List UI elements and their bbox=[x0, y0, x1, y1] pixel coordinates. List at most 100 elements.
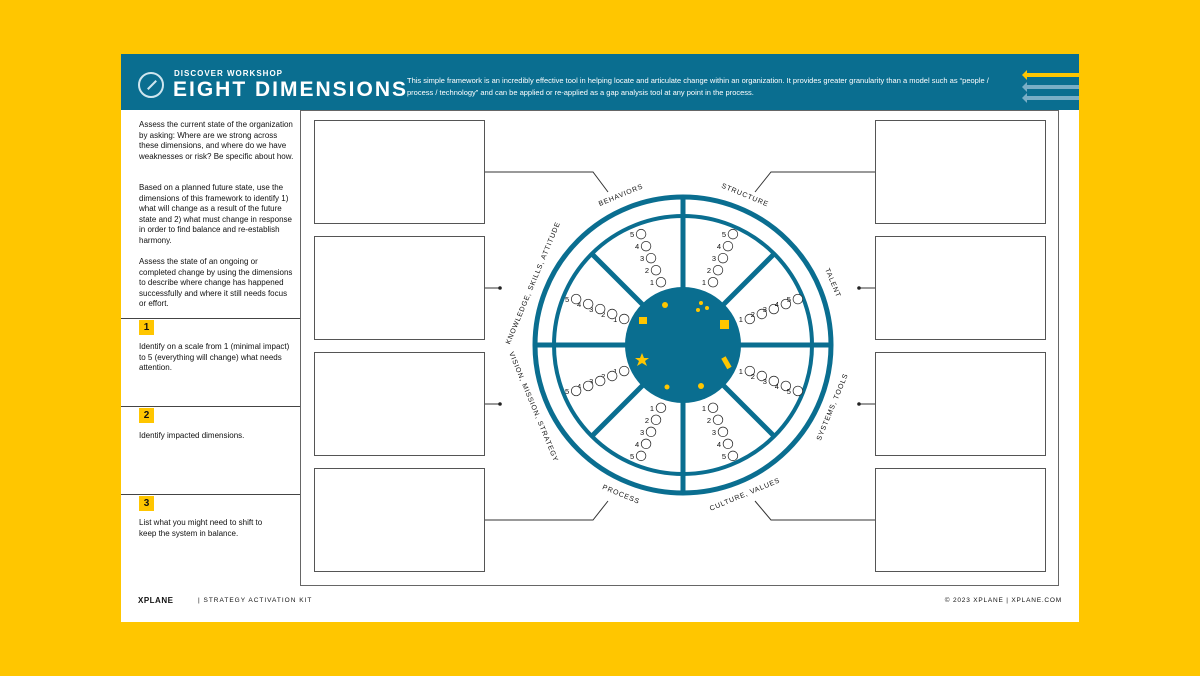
arrow-left-icon bbox=[1022, 70, 1079, 80]
rating-number: 2 bbox=[751, 310, 755, 319]
note-box-knowledge[interactable] bbox=[314, 236, 485, 340]
arrow-left-icon bbox=[1022, 82, 1079, 92]
instruction-paragraph: Based on a planned future state, use the… bbox=[139, 183, 292, 245]
rating-number: 2 bbox=[707, 266, 711, 275]
rating-circle[interactable] bbox=[635, 228, 647, 240]
instructions-sidebar: Assess the current state of the organiza… bbox=[121, 110, 300, 588]
rating-number: 4 bbox=[775, 382, 779, 391]
rating-number: 4 bbox=[577, 382, 581, 391]
rating-circle[interactable] bbox=[792, 293, 804, 305]
rating-number: 1 bbox=[739, 367, 743, 376]
rating-circle[interactable] bbox=[606, 370, 618, 382]
note-box-behaviors[interactable] bbox=[314, 120, 485, 224]
rating-number: 1 bbox=[650, 278, 654, 287]
rating-circle[interactable] bbox=[744, 313, 756, 325]
rating-number: 3 bbox=[712, 428, 716, 437]
rating-number: 4 bbox=[717, 440, 721, 449]
rating-circle[interactable] bbox=[707, 402, 719, 414]
rating-circle[interactable] bbox=[717, 252, 729, 264]
rating-number: 5 bbox=[722, 230, 726, 239]
rating-number: 5 bbox=[722, 452, 726, 461]
rating-number: 2 bbox=[601, 372, 605, 381]
rating-number: 1 bbox=[613, 315, 617, 324]
page-title: EIGHT DIMENSIONS bbox=[173, 78, 409, 101]
rating-number: 5 bbox=[630, 452, 634, 461]
step-text: Identify on a scale from 1 (minimal impa… bbox=[139, 342, 290, 372]
rating-circle[interactable] bbox=[756, 308, 768, 320]
heart-icon bbox=[698, 383, 704, 389]
rating-number: 3 bbox=[763, 377, 767, 386]
compass-logo-icon bbox=[138, 72, 164, 98]
rating-circle[interactable] bbox=[582, 298, 594, 310]
rating-circle[interactable] bbox=[727, 228, 739, 240]
header-kicker: DISCOVER WORKSHOP bbox=[174, 69, 284, 78]
rating-circle[interactable] bbox=[650, 414, 662, 426]
rating-number: 3 bbox=[712, 254, 716, 263]
rating-circle[interactable] bbox=[780, 380, 792, 392]
rating-circle[interactable] bbox=[635, 450, 647, 462]
rating-circle[interactable] bbox=[780, 298, 792, 310]
rating-circle[interactable] bbox=[618, 313, 630, 325]
step-number: 1 bbox=[139, 320, 154, 335]
rating-circle[interactable] bbox=[570, 293, 582, 305]
rating-number: 1 bbox=[702, 278, 706, 287]
rating-circle[interactable] bbox=[655, 402, 667, 414]
connectors bbox=[485, 171, 875, 521]
wrench-icon bbox=[721, 356, 732, 370]
rating-circle[interactable] bbox=[768, 303, 780, 315]
process-icon bbox=[664, 384, 670, 390]
rating-number: 3 bbox=[589, 377, 593, 386]
rating-number: 4 bbox=[577, 300, 581, 309]
rating-number: 2 bbox=[645, 416, 649, 425]
rating-circle[interactable] bbox=[650, 264, 662, 276]
rating-number: 5 bbox=[630, 230, 634, 239]
rating-circle[interactable] bbox=[640, 438, 652, 450]
rating-number: 1 bbox=[739, 315, 743, 324]
rating-number: 2 bbox=[707, 416, 711, 425]
header-bar: DISCOVER WORKSHOP EIGHT DIMENSIONS This … bbox=[121, 54, 1079, 110]
book-icon bbox=[639, 317, 647, 324]
note-box-process[interactable] bbox=[314, 468, 485, 572]
rating-number: 4 bbox=[635, 440, 639, 449]
rating-circle[interactable] bbox=[792, 385, 804, 397]
step-text: Identify impacted dimensions. bbox=[139, 431, 245, 440]
note-box-structure[interactable] bbox=[875, 120, 1046, 224]
rating-number: 2 bbox=[645, 266, 649, 275]
rating-circle[interactable] bbox=[645, 426, 657, 438]
wheel-hub bbox=[625, 287, 741, 403]
rating-circle[interactable] bbox=[594, 375, 606, 387]
note-box-vision[interactable] bbox=[314, 352, 485, 456]
divider bbox=[121, 318, 300, 319]
rating-number: 4 bbox=[635, 242, 639, 251]
rating-circle[interactable] bbox=[756, 370, 768, 382]
rating-circle[interactable] bbox=[594, 303, 606, 315]
diagram-frame bbox=[300, 110, 1059, 586]
rating-circle[interactable] bbox=[712, 414, 724, 426]
worksheet: DISCOVER WORKSHOP EIGHT DIMENSIONS This … bbox=[121, 54, 1079, 622]
rating-circle[interactable] bbox=[645, 252, 657, 264]
rating-circle[interactable] bbox=[582, 380, 594, 392]
rating-number: 2 bbox=[601, 310, 605, 319]
arrow-left-icon bbox=[1022, 93, 1079, 103]
note-box-systems[interactable] bbox=[875, 352, 1046, 456]
rating-circle[interactable] bbox=[768, 375, 780, 387]
rating-circle[interactable] bbox=[722, 240, 734, 252]
rating-circle[interactable] bbox=[727, 450, 739, 462]
note-box-culture[interactable] bbox=[875, 468, 1046, 572]
rating-circle[interactable] bbox=[722, 438, 734, 450]
note-box-talent[interactable] bbox=[875, 236, 1046, 340]
rating-circle[interactable] bbox=[717, 426, 729, 438]
rating-circle[interactable] bbox=[570, 385, 582, 397]
rating-circle[interactable] bbox=[712, 264, 724, 276]
hub-icons bbox=[635, 301, 732, 390]
stars-icon bbox=[699, 301, 703, 305]
rating-circle[interactable] bbox=[640, 240, 652, 252]
divider bbox=[121, 494, 300, 495]
rating-number: 3 bbox=[640, 254, 644, 263]
rating-circle[interactable] bbox=[744, 365, 756, 377]
rating-circle[interactable] bbox=[606, 308, 618, 320]
rating-circle[interactable] bbox=[707, 276, 719, 288]
rating-circle[interactable] bbox=[655, 276, 667, 288]
intro-text: This simple framework is an incredibly e… bbox=[407, 76, 989, 97]
rating-circle[interactable] bbox=[618, 365, 630, 377]
